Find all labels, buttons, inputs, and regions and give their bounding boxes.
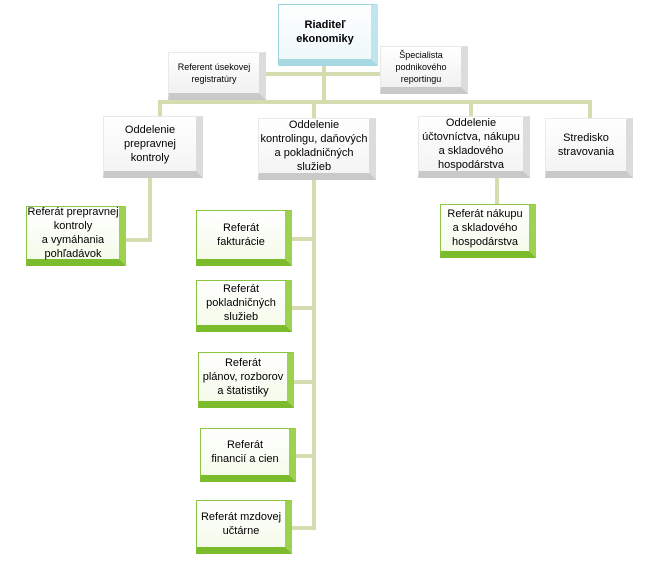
ref-cash-box: Referát pokladničných služieb [196,280,292,332]
connector-to-payroll [288,526,316,530]
staff-reporting-box: Špecialista podnikového reportingu [380,46,468,94]
dept-accounting-box: Oddelenie účtovníctva, nákupu a skladové… [418,116,530,178]
dept-legal-box: Oddelenie prepravnej kontroly [103,116,203,178]
director-box: Riaditeľ ekonomiky [278,4,378,66]
ref-payroll-box: Referát mzdovej učtárne [196,500,292,554]
ref-claims-box: Referát prepravnej kontroly a vymáhania … [26,206,126,266]
connector-to-planning [288,380,316,384]
connector-legal-to-claims [118,238,152,242]
ref-invoicing-box: Referát fakturácie [196,210,292,266]
connector-accounting-down [495,178,499,206]
dept-controlling-box: Oddelenie kontrolingu, daňových a poklad… [258,118,376,180]
connector-staff-horizontal [254,72,384,76]
dept-catering-box: Stredisko stravovania [545,118,633,178]
connector-legal-down [148,174,152,242]
connector-to-legal-dept [158,100,162,118]
connector-to-finance [288,454,316,458]
connector-to-controlling-dept [312,100,316,118]
connector-controlling-trunk [312,178,316,530]
ref-planning-box: Referát plánov, rozborov a štatistiky [198,352,294,408]
staff-registry-box: Referent úsekovej registratúry [168,52,266,100]
ref-purchase-box: Referát nákupu a skladového hospodárstva [440,204,536,258]
connector-to-cash [288,306,316,310]
connector-to-accounting-dept [469,100,473,118]
connector-to-invoicing [288,237,316,241]
connector-director-vertical [322,62,326,104]
connector-to-catering [588,100,592,118]
connector-departments-horizontal [158,100,592,104]
ref-finance-box: Referát financií a cien [200,428,296,482]
